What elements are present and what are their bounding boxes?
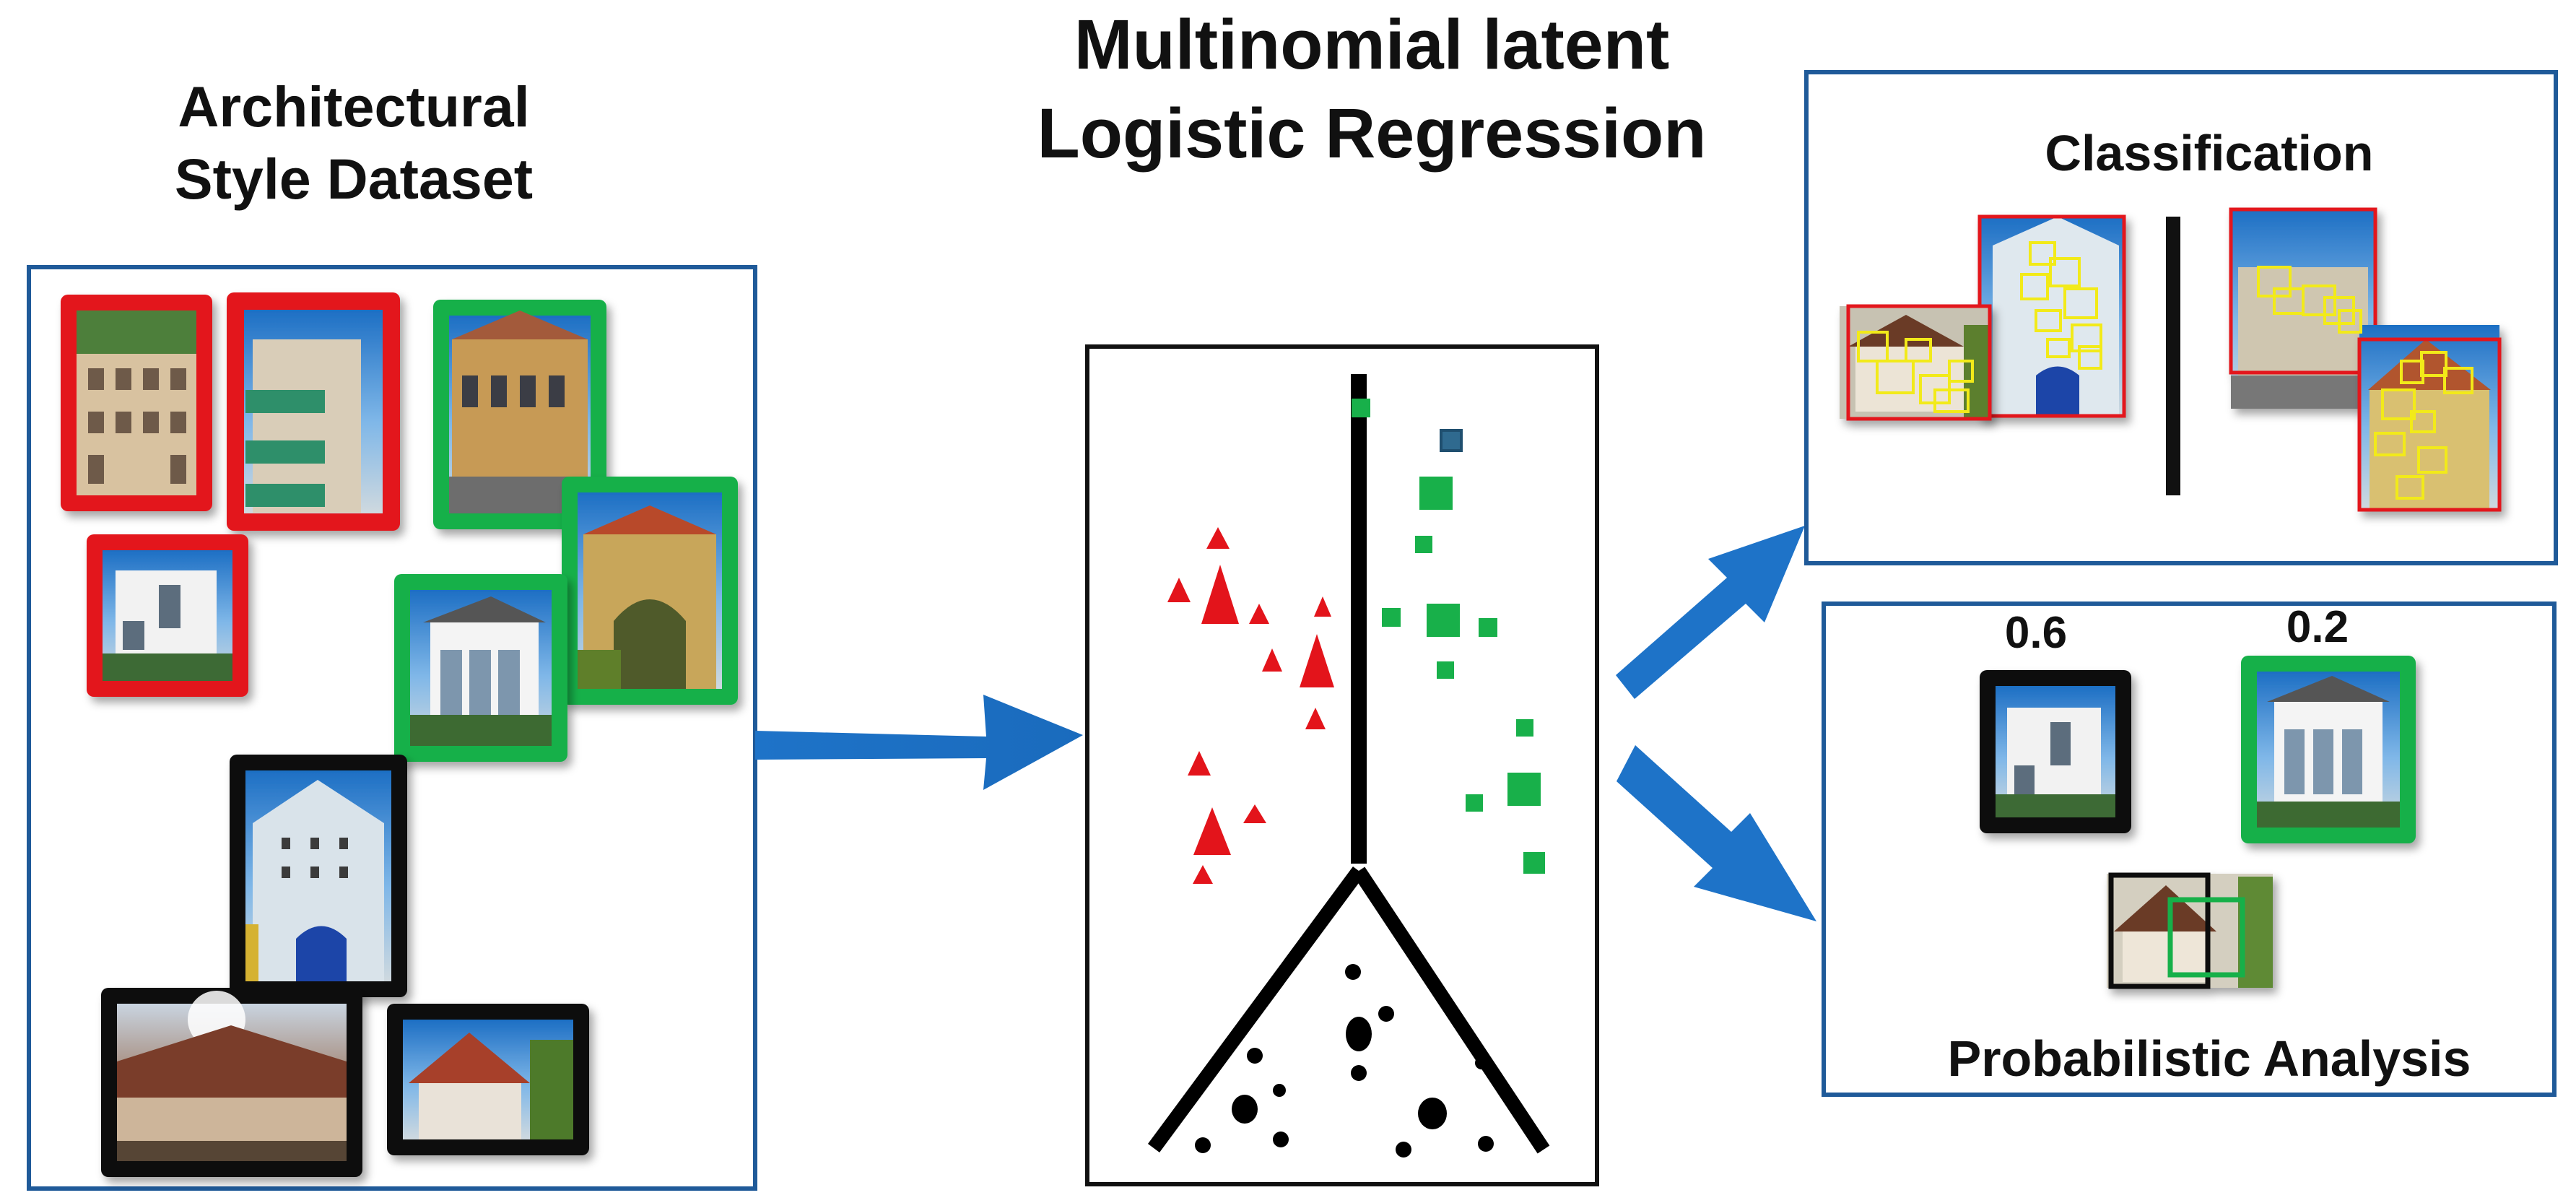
yellow-detection-boxes [1857, 241, 2473, 500]
model-title-line1: Multinomial latent [1074, 5, 1670, 84]
dataset-title: Architectural Style Dataset [116, 71, 592, 216]
red-triangle-cluster [1167, 527, 1334, 884]
probabilistic-panel [1822, 602, 2557, 1097]
tree-right-branch [1352, 867, 1550, 1154]
prob-photo-overlap [2107, 872, 2273, 989]
model-title: Multinomial latent Logistic Regression [953, 0, 1790, 178]
photo-red-ornate-facade [61, 295, 212, 511]
photo-green-white-house [394, 574, 567, 762]
photo-black-sunlit-house [101, 988, 362, 1177]
classification-panel [1804, 70, 2558, 565]
blue-square-marker [1440, 429, 1463, 452]
tree-left-branch [1147, 867, 1365, 1152]
classification-photo-right-front [2357, 325, 2502, 512]
photo-black-half-timbered [387, 1004, 589, 1155]
prob-photo-green-frame [2241, 656, 2416, 843]
photo-red-modern-balconies [227, 292, 400, 531]
arrow-to-probabilistic [1616, 745, 1816, 921]
model-title-line2: Logistic Regression [1037, 94, 1707, 173]
arrow-to-model [755, 695, 1083, 790]
photo-black-white-gable [230, 755, 407, 997]
dataset-panel [27, 265, 757, 1191]
score-right: 0.2 [2286, 602, 2349, 652]
classification-title: Classification [2045, 125, 2374, 181]
black-dot-cluster [1195, 964, 1494, 1158]
photo-green-yellow-building [433, 300, 606, 529]
photo-red-white-cube [87, 534, 248, 697]
model-panel [1085, 344, 1599, 1186]
green-square-cluster [1382, 477, 1545, 874]
probabilistic-title: Probabilistic Analysis [1947, 1030, 2471, 1087]
trunk-green-marker [1352, 399, 1370, 417]
classification-photo-left-back [1977, 214, 2126, 418]
dataset-title-line2: Style Dataset [174, 147, 534, 212]
photo-green-gate [562, 477, 738, 705]
prob-photo-black-frame [1980, 670, 2131, 833]
score-left: 0.6 [2004, 608, 2068, 658]
dataset-title-line1: Architectural [178, 74, 530, 139]
arrow-to-classification [1616, 526, 1805, 699]
